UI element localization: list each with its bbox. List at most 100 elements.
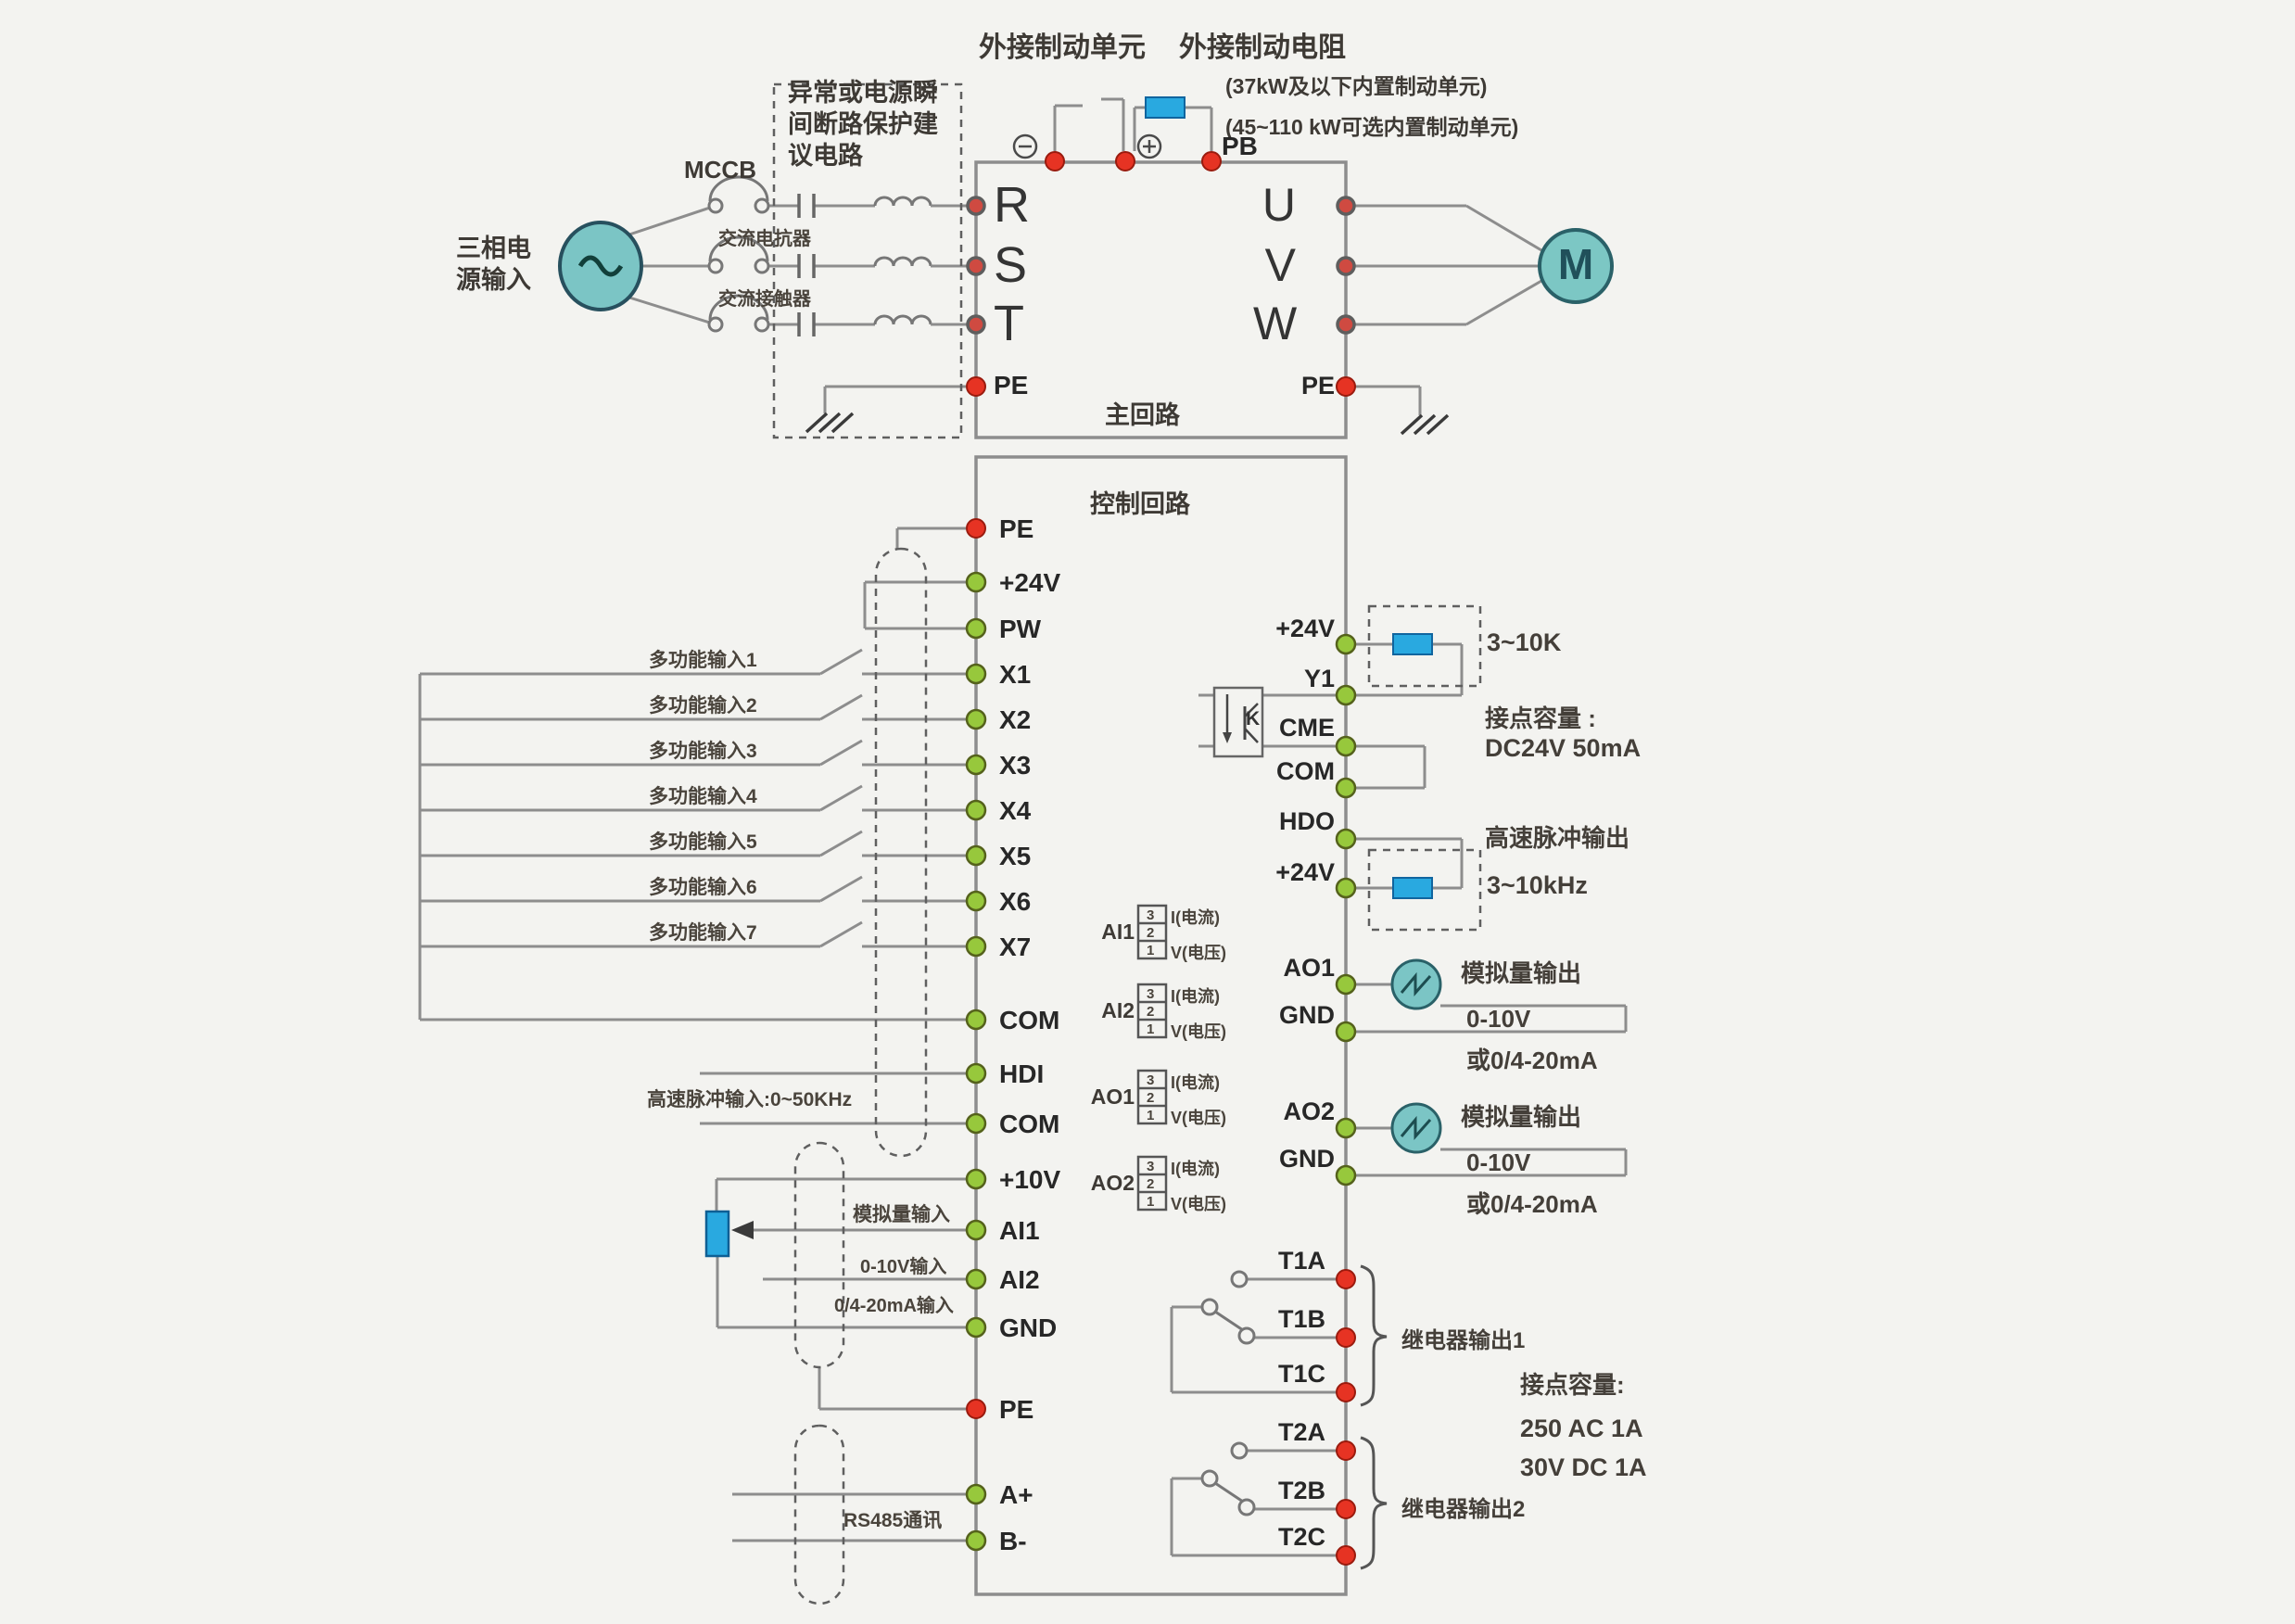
jumper-blocks [1136,904,1168,1212]
label-hdi: HDI [999,1059,1045,1088]
terminal-24v-r2 [1335,877,1357,899]
braking-resistor-icon [1145,96,1186,119]
pullup-resistor-box-2 [1367,848,1482,932]
ao2-range: 0-10V [1466,1148,1531,1176]
label-com-r: COM [1276,757,1335,785]
u-label: U [1262,179,1296,231]
label-x6: X6 [999,887,1032,916]
label-x2: X2 [999,705,1032,734]
pullup-value: 3~10K [1487,628,1562,656]
terminal-24v [965,571,987,593]
shield-cable-3 [793,1424,845,1605]
label-t2b: T2B [1277,1477,1325,1504]
label-t1b: T1B [1277,1305,1325,1333]
terminal-gnd [965,1316,987,1339]
contactor-label: 交流接触器 [718,289,811,310]
multi-input-wires [418,648,966,1021]
terminal-a-plus [965,1483,987,1505]
label-x7: X7 [999,933,1032,961]
polarity-icons [1012,133,1162,159]
main-circuit-title: 主回路 [1105,401,1180,429]
terminal-x6 [965,890,987,912]
multi-input-7: 多功能输入7 [649,922,757,944]
pullup-resistor-2-icon [1392,877,1433,899]
source-label-2: 源输入 [456,266,531,294]
terminal-v [1336,256,1356,276]
relay-rating-title: 接点容量: [1520,1371,1625,1399]
pe-right-label: PE [1300,372,1335,400]
label-x4: X4 [999,796,1032,825]
multi-input-1: 多功能输入1 [649,650,757,671]
jumper-pin: 2 [1147,925,1155,941]
s-label: S [994,237,1028,293]
label-t1a: T1A [1277,1247,1325,1275]
protection-note-3: 议电路 [788,142,863,170]
jumper-ao2-name: AO2 [1090,1171,1135,1195]
jumper-pin: 3 [1147,907,1155,923]
contact-rating-title: 接点容量 : [1485,704,1596,732]
analog-output-icons [1390,958,1442,1154]
open-collector-icon [1212,686,1264,758]
jumper-pin: 3 [1147,986,1155,1002]
terminal-pw [965,617,987,640]
terminal-24v-r1 [1335,633,1357,655]
r-label: R [994,177,1030,233]
reactor-label: 交流电抗器 [718,229,811,249]
green-terminals [965,571,1357,1552]
terminal-hdo [1335,828,1357,850]
relay2-note: 继电器输出2 [1401,1497,1526,1522]
ao1-range: 0-10V [1466,1005,1531,1033]
shield-cable-1 [874,547,928,1158]
terminal-x3 [965,754,987,776]
label-gnd: GND [999,1313,1058,1342]
v-label: V [1264,239,1296,291]
label-com2: COM [999,1110,1060,1138]
ai2-note-bottom: 0/4-20mA输入 [834,1296,954,1316]
label-ai1: AI1 [999,1216,1040,1245]
label-x5: X5 [999,842,1032,870]
contact-rating-value: DC24V 50mA [1485,734,1642,762]
jumper-voltage-label: V(电压) [1171,1195,1226,1213]
ao2-alt: 或0/4-20mA [1466,1190,1598,1218]
terminal-t2c [1336,1545,1356,1566]
terminal-y1 [1335,684,1357,706]
pe-left-label: PE [994,371,1029,400]
terminal-com-r [1335,777,1357,799]
relay-rating-2: 30V DC 1A [1520,1453,1647,1481]
jumper-pin: 2 [1147,1176,1155,1192]
jumper-current-label: I(电流) [1171,987,1220,1006]
jumper-pin: 1 [1147,1108,1155,1123]
relay-rating-1: 250 AC 1A [1520,1415,1643,1442]
label-24v-r1: +24V [1275,615,1335,642]
jumper-pin: 3 [1147,1159,1155,1174]
t-label: T [994,296,1024,351]
label-cme: CME [1279,714,1335,742]
terminal-r [966,196,986,216]
jumper-pin: 1 [1147,1194,1155,1210]
label-24v: +24V [999,568,1061,597]
terminal-s [966,256,986,276]
label-pw: PW [999,615,1042,643]
terminal-ao2 [1335,1117,1357,1139]
terminal-x4 [965,799,987,821]
brake-resistor-title: 外接制动电阻 [1179,32,1346,63]
label-gnd-r2: GND [1279,1145,1335,1173]
terminal-com2 [965,1112,987,1135]
brake-note-2: (45~110 kW可选内置制动单元) [1225,115,1519,139]
control-circuit-title: 控制回路 [1090,490,1190,518]
terminal-x7 [965,935,987,958]
protection-circuit-box [772,82,963,439]
jumper-current-label: I(电流) [1171,1073,1220,1092]
pb-terminal-label: PB [1222,132,1258,160]
ground-icon [805,412,855,434]
label-t2a: T2A [1277,1418,1325,1446]
terminal-t2a [1336,1440,1356,1461]
jumper-voltage-label: V(电压) [1171,944,1226,962]
label-ai2: AI2 [999,1265,1040,1294]
rs485-note: RS485通讯 [843,1510,943,1531]
phase-t-wire [708,294,967,326]
jumper-voltage-label: V(电压) [1171,1109,1226,1127]
hdo-freq: 3~10kHz [1487,871,1588,899]
hdo-note: 高速脉冲输出 [1485,824,1630,852]
terminal-pb [1201,151,1222,171]
